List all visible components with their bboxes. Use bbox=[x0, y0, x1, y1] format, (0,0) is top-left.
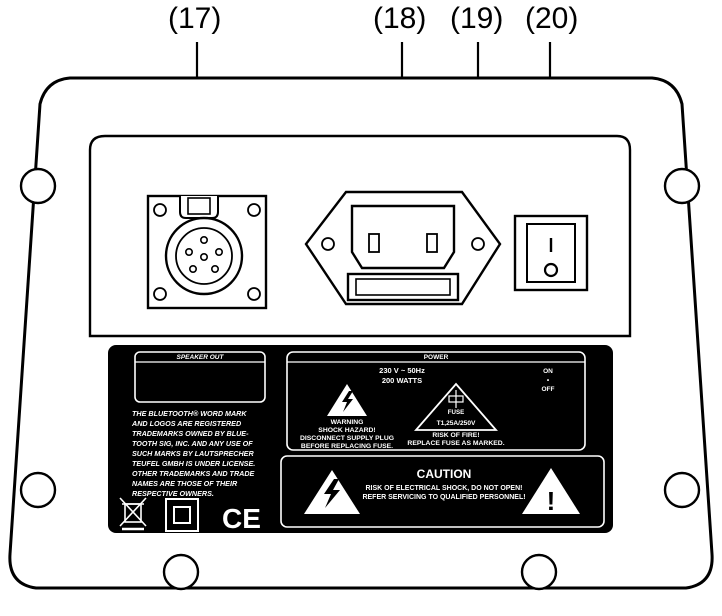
fuse-label: FUSE bbox=[448, 409, 465, 416]
power-box bbox=[286, 351, 586, 451]
callout-17: (17) bbox=[168, 2, 222, 35]
trademark-line: SUCH MARKS BY LAUTSPRECHER bbox=[132, 449, 254, 458]
caution-line: RISK OF ELECTRICAL SHOCK, DO NOT OPEN! bbox=[366, 485, 523, 492]
trademark-line: RESPECTIVE OWNERS. bbox=[132, 489, 214, 498]
fire-warning-line: REPLACE FUSE AS MARKED. bbox=[407, 440, 504, 447]
double-insulation-icon bbox=[165, 498, 199, 532]
trademark-line: NAMES ARE THOSE OF THEIR bbox=[132, 479, 238, 488]
ce-mark: CE bbox=[222, 503, 261, 534]
screw-hole-right-bottom bbox=[663, 471, 701, 509]
screw-hole-left-bottom bbox=[19, 471, 57, 509]
trademark-line: OTHER TRADEMARKS AND TRADE bbox=[132, 469, 255, 478]
trademark-line: AND LOGOS ARE REGISTERED bbox=[131, 419, 241, 428]
shock-hazard-icon bbox=[327, 384, 367, 416]
fire-warning-line: RISK OF FIRE! bbox=[432, 432, 479, 439]
callout-20: (20) bbox=[525, 2, 579, 35]
callout-19: (19) bbox=[450, 2, 504, 35]
trademark-notice: THE BLUETOOTH® WORD MARK AND LOGOS ARE R… bbox=[131, 409, 255, 498]
callout-18: (18) bbox=[373, 2, 427, 35]
caution-exclamation-icon: ! bbox=[522, 468, 580, 516]
shock-warning-line: DISCONNECT SUPPLY PLUG bbox=[300, 435, 394, 442]
power-wattage: 200 WATTS bbox=[382, 376, 422, 385]
power-switch bbox=[513, 214, 589, 292]
shock-warning-line: BEFORE REPLACING FUSE. bbox=[301, 443, 393, 450]
trademark-line: TOOTH SIG, INC. AND ANY USE OF bbox=[132, 439, 253, 448]
exclamation-mark: ! bbox=[547, 486, 556, 516]
caution-line: REFER SERVICING TO QUALIFIED PERSONNEL! bbox=[362, 494, 525, 501]
shock-warning-line: SHOCK HAZARD! bbox=[318, 427, 375, 434]
trademark-line: TRADEMARKS OWNED BY BLUE- bbox=[132, 429, 249, 438]
fuse-holder bbox=[346, 272, 460, 302]
weee-bin-icon bbox=[119, 497, 147, 531]
switch-off-label: OFF bbox=[542, 386, 555, 393]
trademark-line: THE BLUETOOTH® WORD MARK bbox=[132, 409, 247, 418]
fuse-rating: T1,25A/250V bbox=[437, 420, 476, 427]
screw-hole-bottom-right bbox=[520, 553, 558, 591]
speaker-out-title: SPEAKER OUT bbox=[177, 354, 225, 361]
switch-on-label: ON bbox=[543, 368, 553, 375]
speaker-out-box bbox=[134, 351, 266, 403]
trademark-line: TEUFEL GMBH IS UNDER LICENSE. bbox=[132, 459, 255, 468]
fuse-warning-icon bbox=[414, 382, 498, 431]
power-title: POWER bbox=[424, 354, 449, 361]
screw-hole-left-top bbox=[19, 167, 57, 205]
switch-dot-label: • bbox=[547, 377, 550, 384]
label-plate bbox=[108, 345, 613, 533]
screw-hole-right-top bbox=[663, 167, 701, 205]
switch-off-mark bbox=[543, 262, 559, 278]
power-voltage: 230 V ~ 50Hz bbox=[379, 366, 425, 375]
shock-warning-line: WARNING bbox=[331, 419, 364, 426]
speaker-out-socket bbox=[146, 194, 268, 310]
caution-title: CAUTION bbox=[417, 467, 472, 481]
caution-shock-icon bbox=[304, 470, 360, 514]
caution-box bbox=[280, 455, 605, 528]
screw-hole-bottom-left bbox=[162, 553, 200, 591]
